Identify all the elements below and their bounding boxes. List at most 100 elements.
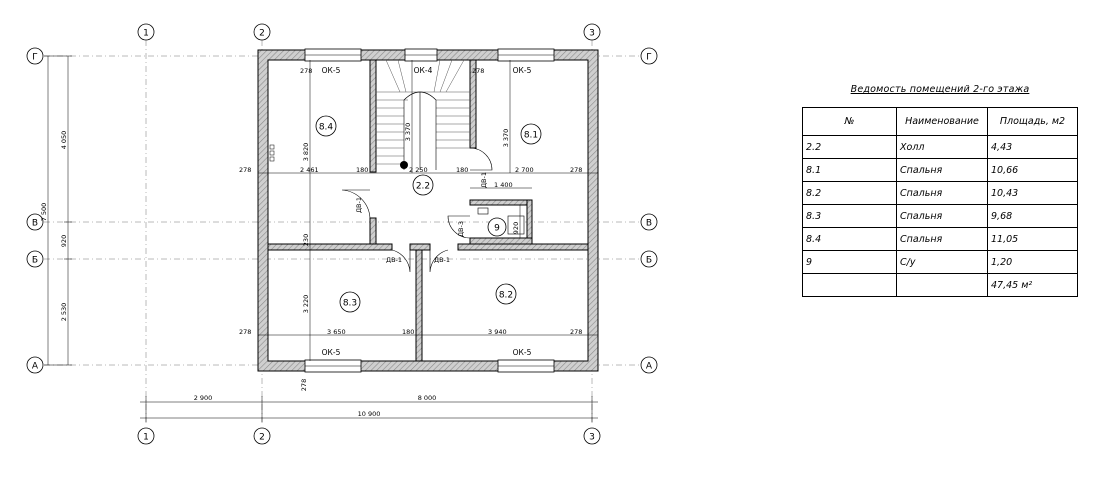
cell-name (896, 273, 988, 297)
cell-name: Спальня (896, 181, 988, 205)
svg-text:10 900: 10 900 (358, 410, 381, 418)
cell-number: 8.1 (802, 158, 897, 182)
cell-name: С/у (896, 250, 988, 274)
svg-text:8.1: 8.1 (524, 131, 538, 141)
table-row: 8.4 Спальня 11,05 (802, 227, 1078, 251)
cell-area: 4,43 (987, 135, 1078, 159)
svg-text:ДВ-1: ДВ-1 (355, 197, 363, 213)
axis-label: Г (32, 53, 38, 63)
stair-start-marker (400, 161, 408, 169)
svg-text:9: 9 (494, 224, 500, 234)
axis-label: Б (32, 256, 38, 266)
axis-label: В (646, 219, 652, 229)
svg-text:8.2: 8.2 (499, 291, 513, 301)
cell-name: Спальня (896, 204, 988, 228)
svg-text:180: 180 (356, 166, 368, 174)
svg-text:3 220: 3 220 (302, 295, 310, 314)
interior-walls (267, 59, 589, 362)
svg-text:920: 920 (512, 222, 520, 234)
svg-text:ОК-5: ОК-5 (513, 66, 532, 75)
cell-number: 2.2 (802, 135, 897, 159)
header-number: № (802, 107, 897, 136)
dimension-labels: 278 278 278 278 278 278 278 2 461 180 2 … (239, 67, 582, 391)
svg-text:ДВ-1: ДВ-1 (480, 172, 488, 188)
room-schedule: Ведомость помещений 2-го этажа № Наимено… (802, 84, 1078, 297)
room-markers: 8.4 8.1 2.2 9 8.3 8.2 (315, 115, 542, 313)
left-dimensions: 7 500 4 050 920 2 530 (40, 55, 72, 366)
axis-label: 3 (589, 29, 595, 39)
svg-text:278: 278 (570, 166, 582, 174)
svg-text:2 250: 2 250 (409, 166, 428, 174)
svg-text:920: 920 (60, 235, 68, 247)
svg-text:ДВ-1: ДВ-1 (434, 256, 450, 264)
svg-text:2 530: 2 530 (60, 303, 68, 322)
svg-text:ОК-5: ОК-5 (513, 348, 532, 357)
table-row: 9 С/у 1,20 (802, 250, 1078, 274)
table-row: 8.3 Спальня 9,68 (802, 204, 1078, 228)
svg-text:278: 278 (570, 328, 582, 336)
svg-text:7 500: 7 500 (40, 203, 48, 222)
svg-text:1 400: 1 400 (494, 181, 513, 189)
room-marker: 8.3 (339, 291, 361, 313)
table-row-total: 47,45 м² (802, 273, 1078, 297)
table-row: 8.2 Спальня 10,43 (802, 181, 1078, 205)
header-area: Площадь, м2 (987, 107, 1078, 136)
svg-text:278: 278 (300, 379, 308, 391)
room-marker: 9 (487, 217, 507, 237)
room-marker: 2.2 (412, 174, 434, 196)
staircase (376, 59, 470, 170)
svg-text:2.2: 2.2 (416, 182, 430, 192)
floor-plan: 1 2 3 1 2 3 Г В Б А Г В Б А 7 500 4 050 … (26, 23, 658, 445)
doors (341, 147, 493, 273)
cell-name: Спальня (896, 227, 988, 251)
axis-label: 2 (259, 433, 265, 443)
cell-name: Спальня (896, 158, 988, 182)
svg-text:2 461: 2 461 (300, 166, 319, 174)
svg-text:8.4: 8.4 (319, 123, 334, 133)
schedule-title: Ведомость помещений 2-го этажа (850, 84, 1030, 95)
svg-text:4 050: 4 050 (60, 131, 68, 150)
axis-bubbles: 1 2 3 1 2 3 Г В Б А Г В Б А (26, 23, 658, 445)
axis-label: 2 (259, 29, 265, 39)
svg-text:2 700: 2 700 (515, 166, 534, 174)
svg-text:ДВ-3: ДВ-3 (457, 221, 465, 237)
svg-text:ОК-5: ОК-5 (322, 348, 341, 357)
svg-text:278: 278 (300, 67, 312, 75)
svg-text:230: 230 (302, 234, 310, 246)
cell-number: 8.2 (802, 181, 897, 205)
axis-label: А (32, 362, 39, 372)
windows (304, 48, 555, 373)
axis-label: 3 (589, 433, 595, 443)
axis-label: Б (646, 256, 652, 266)
bottom-dimensions: 2 900 8 000 10 900 (140, 394, 598, 422)
cell-number (802, 273, 897, 297)
schedule-header-row: № Наименование Площадь, м2 (802, 107, 1078, 136)
radiator (269, 144, 275, 162)
cell-number: 9 (802, 250, 897, 274)
svg-text:3 940: 3 940 (488, 328, 507, 336)
room-marker: 8.2 (495, 283, 517, 305)
svg-text:278: 278 (472, 67, 484, 75)
svg-text:3 650: 3 650 (327, 328, 346, 336)
svg-text:ДВ-1: ДВ-1 (386, 256, 402, 264)
svg-text:8 000: 8 000 (418, 394, 437, 402)
svg-text:ОК-4: ОК-4 (414, 66, 433, 75)
cell-area: 1,20 (987, 250, 1078, 274)
cell-number: 8.3 (802, 204, 897, 228)
svg-text:180: 180 (402, 328, 414, 336)
axis-label: Г (646, 53, 652, 63)
cell-total-area: 47,45 м² (987, 273, 1078, 297)
cell-name: Холл (896, 135, 988, 159)
cell-area: 9,68 (987, 204, 1078, 228)
svg-text:2 900: 2 900 (194, 394, 213, 402)
axis-label: 1 (143, 29, 149, 39)
cell-area: 10,66 (987, 158, 1078, 182)
table-row: 2.2 Холл 4,43 (802, 135, 1078, 159)
svg-text:180: 180 (456, 166, 468, 174)
schedule-table: № Наименование Площадь, м2 2.2 Холл 4,43… (802, 107, 1078, 297)
axis-label: 1 (143, 433, 149, 443)
header-name: Наименование (896, 107, 988, 136)
cell-area: 10,43 (987, 181, 1078, 205)
cell-area: 11,05 (987, 227, 1078, 251)
interior-dimensions (258, 60, 598, 361)
